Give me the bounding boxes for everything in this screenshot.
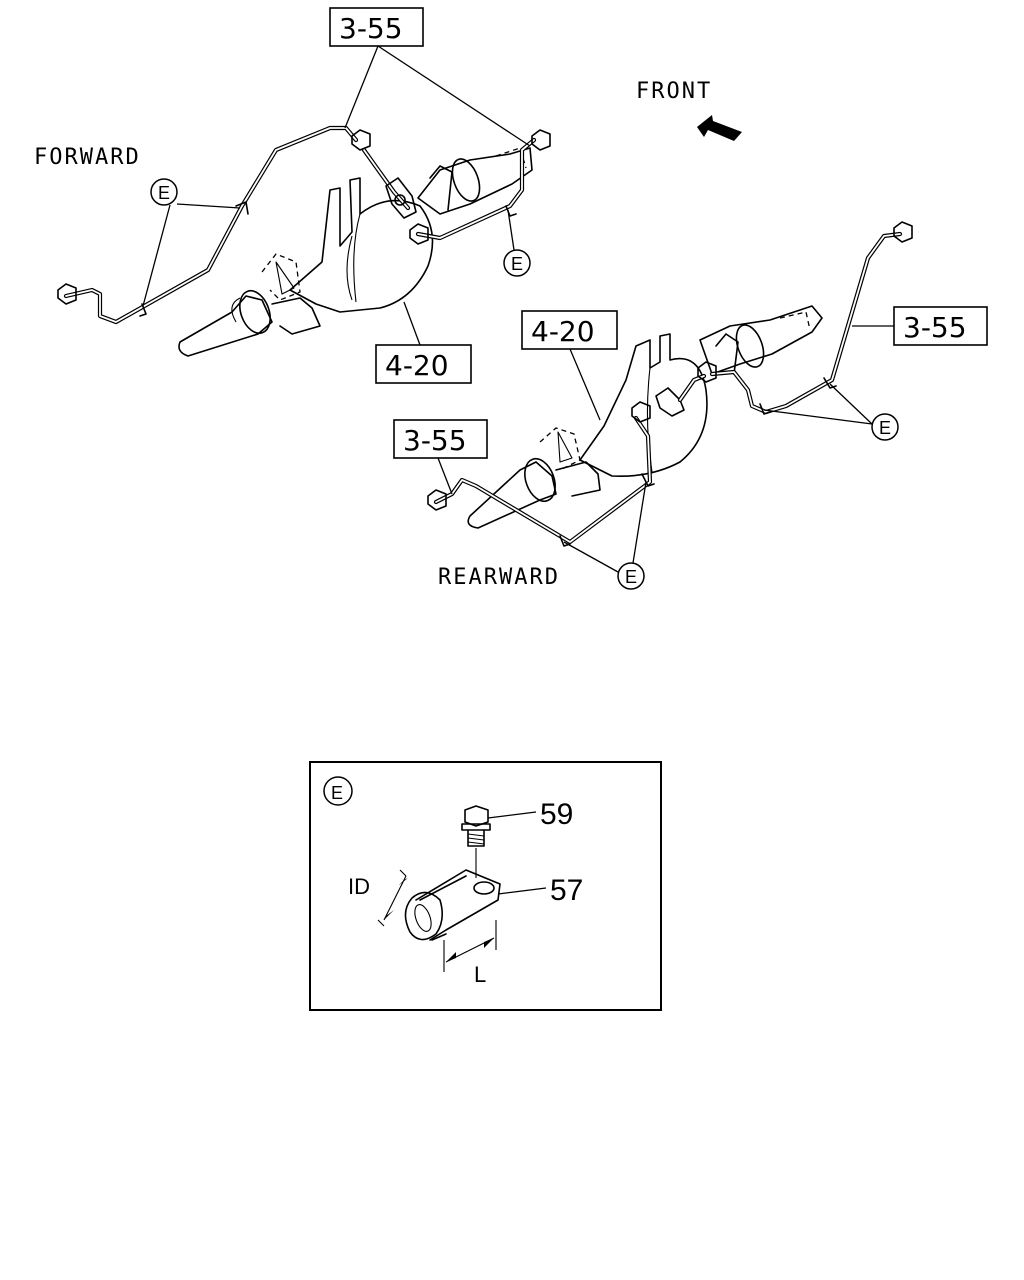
svg-text:E: E	[511, 254, 523, 274]
ref-box-4-20-top: 4-20	[375, 344, 472, 384]
leader-line	[176, 203, 241, 209]
leader-line	[487, 811, 537, 819]
detail-e-panel: E 59 57 ID L	[309, 761, 662, 1011]
ref-box-3-55-left: 3-55	[393, 419, 488, 459]
svg-text:3-55: 3-55	[339, 12, 403, 45]
forward-axle-assembly	[178, 147, 533, 357]
clip-callout-e: E	[150, 178, 178, 206]
leader-line	[403, 301, 421, 346]
leader-line	[377, 45, 531, 147]
clip-callout-e: E	[871, 413, 899, 441]
length-dimension-label: L	[474, 962, 486, 987]
bolt-part-number: 59	[540, 798, 573, 831]
forward-brake-pipe	[57, 125, 551, 325]
id-dimension-line	[383, 875, 407, 921]
id-arrow-icon	[384, 878, 408, 920]
clip-part-number: 57	[550, 874, 583, 907]
leader-line	[497, 887, 547, 895]
id-dimension-label: ID	[348, 874, 370, 899]
leader-line	[344, 45, 379, 129]
leader-line	[763, 409, 873, 425]
leader-line	[507, 209, 515, 251]
leader-line	[563, 541, 619, 573]
length-dimension-ticks	[443, 920, 497, 972]
front-arrow-icon	[697, 115, 742, 141]
svg-text:4-20: 4-20	[531, 315, 595, 348]
rearward-axle-assembly	[467, 305, 823, 529]
svg-text:E: E	[879, 418, 891, 438]
leader-line	[437, 457, 453, 495]
rearward-brake-pipe	[427, 221, 913, 547]
clip-callout-e: E	[503, 249, 531, 277]
ref-box-4-20-bottom: 4-20	[521, 310, 618, 350]
detail-e-marker: E	[323, 776, 353, 806]
length-arrow-icon	[446, 938, 494, 962]
leader-line	[829, 383, 873, 425]
svg-text:4-20: 4-20	[385, 349, 449, 382]
front-label: FRONT	[636, 79, 712, 104]
svg-text:3-55: 3-55	[403, 424, 467, 457]
ref-box-3-55-top: 3-55	[329, 7, 424, 47]
forward-label: FORWARD	[34, 145, 141, 170]
leader-line	[142, 204, 171, 307]
svg-text:3-55: 3-55	[903, 311, 967, 344]
leader-line	[569, 348, 601, 421]
svg-text:E: E	[331, 783, 343, 803]
ref-box-3-55-right: 3-55	[893, 306, 988, 346]
clip-callout-e: E	[617, 562, 645, 590]
id-dimension-ticks	[377, 869, 407, 927]
svg-text:E: E	[625, 567, 637, 587]
rearward-label: REARWARD	[438, 565, 560, 590]
bolt-icon	[461, 805, 491, 847]
leader-line	[632, 481, 647, 564]
svg-text:E: E	[158, 183, 170, 203]
pipe-clip-icon	[404, 869, 501, 941]
